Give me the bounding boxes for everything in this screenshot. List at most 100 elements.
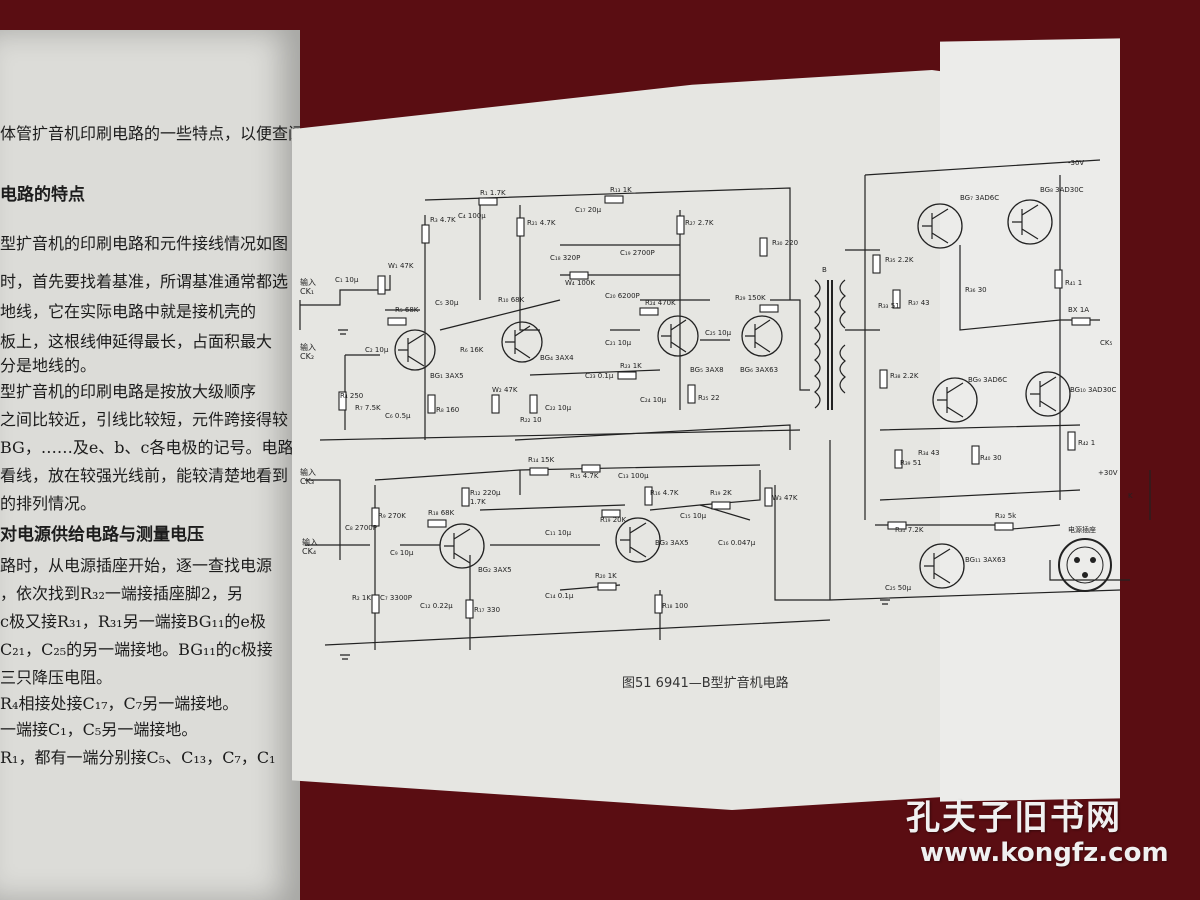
label-r38: R₃₈ 2.2K	[890, 372, 919, 380]
label-bg10: BG₁₀ 3AD30C	[1070, 386, 1116, 394]
label-c18: C₁₈ 320P	[550, 254, 580, 262]
label-r7: R₇ 7.5K	[355, 404, 381, 412]
watermark-url: www.kongfz.com	[920, 838, 1169, 868]
label-r16: R₁₆ 4.7K	[650, 489, 679, 497]
label-r19: R₁₉ 2K	[710, 489, 732, 497]
left-page-text-line: 看线，放在较强光线前，能较清楚地看到	[0, 466, 289, 485]
label-r5: R₅ 68K	[395, 306, 419, 314]
label-bg6: BG₆ 3AX63	[740, 366, 778, 374]
left-page-text-line: BG，……及e、b、c各电极的记号。电路	[0, 438, 294, 457]
label-r33: R₃₃ 51	[878, 302, 900, 310]
watermark-brand: 孔夫子旧书网	[906, 798, 1122, 838]
label-transformer: B	[822, 266, 827, 274]
label-r31: R₃₁ 7.2K	[895, 526, 924, 534]
label-r18: R₁₈ 68K	[428, 509, 455, 517]
label-r10: R₁₀ 68K	[498, 296, 525, 304]
label-r13: R₁₃ 1K	[610, 186, 632, 194]
label-c7: C₇ 3300P	[380, 594, 412, 602]
label-c8: C₈ 2700P	[345, 524, 377, 532]
label-ck5: CK₅	[1100, 339, 1112, 347]
label-r6: R₆ 16K	[460, 346, 484, 354]
transistor-bg6	[741, 315, 783, 357]
label-v-top: -30V	[1068, 159, 1084, 167]
label-r1: R₁ 1.7K	[480, 189, 506, 197]
left-page-text-line: 对电源供给电路与测量电压	[0, 525, 204, 545]
label-r17: R₁₇ 330	[474, 606, 500, 614]
ground-symbols	[338, 329, 890, 660]
label-bg3: BG₃ 3AX5	[655, 539, 689, 547]
label-r29: R₂₉ 150K	[735, 294, 766, 302]
label-r34: R₃₄ 43	[918, 449, 940, 457]
left-book-page: 体管扩音机印刷电路的一些特点，以便查阅电路的特点型扩音机的印刷电路和元件接线情况…	[0, 30, 300, 900]
label-r42: R₄₂ 1	[1078, 439, 1095, 447]
left-page-text-line: C₂₁，C₂₅的另一端接地。BG₁₁的c极接	[0, 640, 273, 659]
label-r24: R₂₄ 470K	[645, 299, 676, 307]
label-c21: C₂₁ 10μ	[605, 339, 632, 347]
label-r37: R₃₇ 43	[908, 299, 930, 307]
left-page-text-line: 型扩音机的印刷电路和元件接线情况如图	[0, 234, 289, 253]
lower-resistors	[371, 464, 773, 619]
label-c24: C₂₄ 10μ	[640, 396, 667, 404]
label-c9: C₉ 10μ	[390, 549, 414, 557]
label-c5: C₅ 30μ	[435, 299, 459, 307]
left-page-text-line: R₄相接处接C₁₇，C₇另一端接地。	[0, 694, 239, 713]
label-c14: C₁₄ 0.1μ	[545, 592, 574, 600]
label-c20: C₂₀ 6200P	[605, 292, 640, 300]
power-socket	[1049, 538, 1130, 592]
label-c22: C₂₂ 10μ	[545, 404, 572, 412]
label-c13: C₁₃ 100μ	[618, 472, 649, 480]
label-r32: R₃₂ 5k	[995, 512, 1017, 520]
label-c17: C₁₇ 20μ	[575, 206, 602, 214]
left-page-text-line: R₁，都有一端分别接C₅、C₁₃，C₇，C₁	[0, 748, 276, 767]
label-r41: R₄₁ 1	[1065, 279, 1082, 287]
label-r25: R₂₅ 22	[698, 394, 720, 402]
label-power-socket: 电源插座	[1068, 525, 1096, 534]
label-bg11: BG₁₁ 3AX63	[965, 556, 1006, 564]
label-w2: W₂ 47K	[492, 386, 518, 394]
label-r40: R₄₀ 30	[980, 454, 1002, 462]
label-r30: R₃₀ 220	[772, 239, 798, 247]
label-r3: R₃ 4.7K	[430, 216, 456, 224]
left-page-text-line: 板上，这根线伸延得最长，占面积最大	[0, 332, 273, 351]
label-r22: R₂₂ 10	[520, 416, 542, 424]
lower-transistors	[439, 517, 661, 569]
label-r36: R₃₆ 30	[965, 286, 987, 294]
transistor-bg5	[657, 315, 699, 357]
label-bg7: BG₇ 3AD6C	[960, 194, 999, 202]
label-bg9: BG₉ 3AD6C	[968, 376, 1007, 384]
label-c6: C₆ 0.5μ	[385, 412, 411, 420]
left-page-text-line: 分是地线的。	[0, 356, 97, 375]
left-page-text-line: 体管扩音机印刷电路的一些特点，以便查阅	[0, 124, 300, 143]
upper-transistors	[394, 315, 783, 371]
label-switch-k: K	[1128, 492, 1133, 500]
label-r15: R₁₅ 4.7K	[570, 472, 599, 480]
label-c25: C₂₅ 10μ	[705, 329, 732, 337]
label-c1: C₁ 10μ	[335, 276, 359, 284]
label-c23: C₂₃ 0.1μ	[585, 372, 614, 380]
left-page-text-line: 之间比较近，引线比较短，元件跨接得较	[0, 410, 289, 429]
output-transistors	[917, 199, 1071, 589]
label-w3: W₃ 47K	[772, 494, 798, 502]
upper-resistors	[338, 195, 779, 414]
label-r21: R₂₁ 4.7K	[527, 219, 556, 227]
label-r35: R₃₅ 2.2K	[885, 256, 914, 264]
transistor-bg1	[394, 329, 436, 371]
label-bg2: BG₂ 3AX5	[478, 566, 512, 574]
left-page-text-line: 时，首先要找着基准，所谓基准通常都选	[0, 272, 289, 291]
label-r23: R₂₃ 1K	[620, 362, 642, 370]
left-page-text-line: 一端接C₁，C₅另一端接地。	[0, 720, 198, 739]
left-page-text-line: c极又接R₃₁，R₃₁另一端接BG₁₁的e极	[0, 612, 266, 631]
figure-caption: 图51 6941—B型扩音机电路	[622, 676, 789, 691]
label-r39: R₃₉ 51	[900, 459, 922, 467]
left-page-text-line: 地线，它在实际电路中就是接机壳的	[0, 302, 257, 321]
label-r18b: R₁₈ 100	[662, 602, 688, 610]
label-c15: C₁₅ 10μ	[680, 512, 707, 520]
label-r2: R₂ 1K	[352, 594, 371, 602]
left-page-text-line: 电路的特点	[0, 185, 85, 205]
left-page-text-line: ，依次找到R₃₂一端接插座脚2，另	[0, 584, 244, 603]
